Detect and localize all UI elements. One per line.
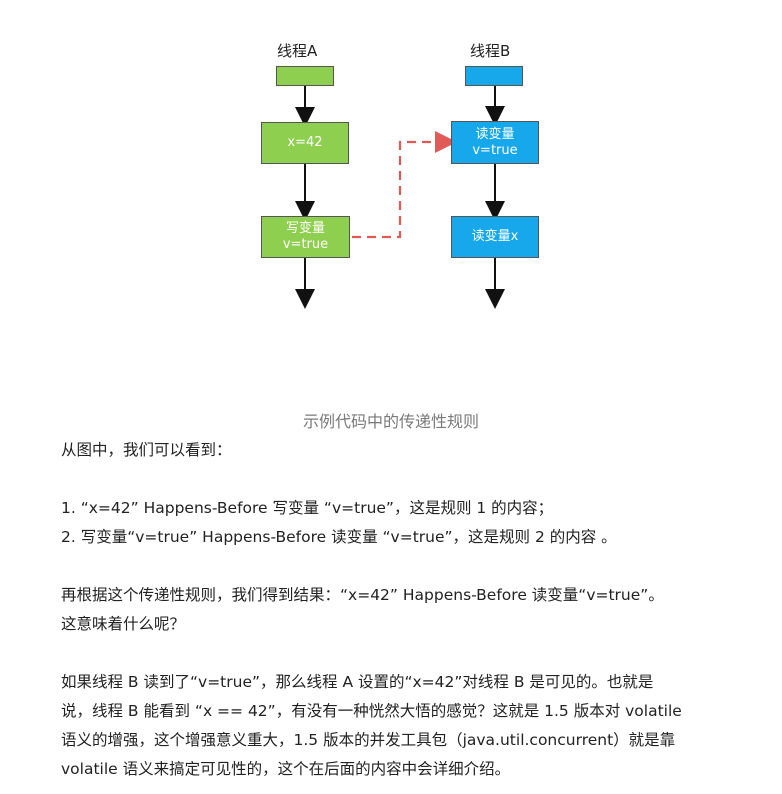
figure-caption: 示例代码中的传递性规则 [302,412,479,431]
article-body: 从图中，我们可以看到： 1. “x=42” Happens-Before 写变量… [61,436,761,784]
box-x-equals-42: x=42 [261,122,349,164]
box-x-equals-42-label: x=42 [287,135,323,150]
paragraph-2-line-2: 这意味着什么呢？ [61,615,186,633]
box-write-v-true-line2: v=true [282,237,329,252]
box-read-v-true-line1: 读变量 [475,126,515,142]
diagram-arrows [295,86,505,309]
thread-b-start-box [465,66,523,86]
thread-b-label: 线程B [470,42,511,60]
box-read-x-label: 读变量x [471,229,519,244]
box-read-v-true: 读变量 v=true [451,121,539,164]
box-read-v-true-line2: v=true [472,142,518,158]
list-item-1: 1. “x=42” Happens-Before 写变量 “v=true”，这是… [61,499,554,517]
paragraph-3-line-1: 如果线程 B 读到了“v=true”，那么线程 A 设置的“x=42”对线程 B… [61,673,654,691]
thread-a-start-box [276,66,334,86]
paragraph-3-line-2: 说，线程 B 能看到 “x == 42”，有没有一种恍然大悟的感觉？这就是 1.… [61,702,682,720]
intro-paragraph: 从图中，我们可以看到： [61,441,232,459]
box-write-v-true-line1: 写变量 [285,221,325,236]
thread-a-label: 线程A [277,42,318,60]
paragraph-3-line-4: volatile 语义来搞定可见性的，这个在后面的内容中会详细介绍。 [61,760,511,778]
happens-before-dashed-arrow [352,131,457,239]
box-read-x: 读变量x [451,216,539,258]
transitivity-diagram: 线程A 线程B x=42 写变量 v=true 读变量 v=true 读变量x [0,0,782,330]
paragraph-3-line-3: 语义的增强，这个增强意义重大，1.5 版本的并发工具包（java.util.co… [61,731,676,749]
box-write-v-true: 写变量 v=true [261,216,350,258]
paragraph-2-line-1: 再根据这个传递性规则，我们得到结果：“x=42” Happens-Before … [61,586,664,604]
list-item-2: 2. 写变量“v=true” Happens-Before 读变量 “v=tru… [61,528,617,546]
